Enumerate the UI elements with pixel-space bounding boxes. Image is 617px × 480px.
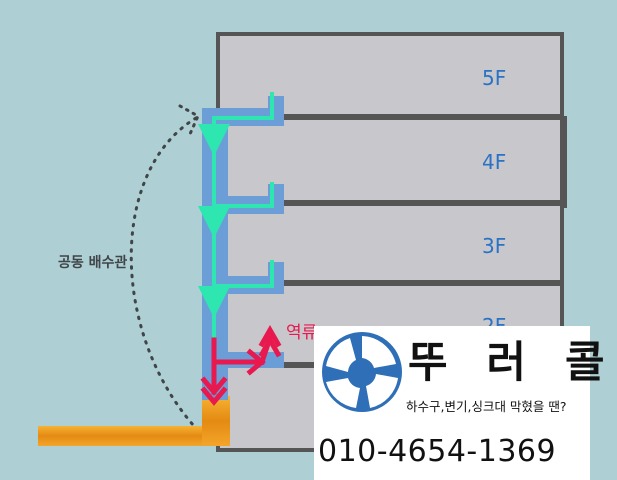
backflow-arrows (200, 324, 282, 406)
clog-block (202, 396, 230, 446)
floor-label-5f: 5F (482, 66, 507, 90)
shared-pipe-label: 공동 배수관 (58, 255, 128, 271)
drain-flow-arrows (198, 92, 274, 338)
phone-number[interactable]: 010-4654-1369 (318, 434, 557, 469)
aperture-logo-icon (322, 332, 402, 412)
building-drain-diagram (38, 32, 567, 452)
floor-label-3f: 3F (482, 234, 507, 258)
brand-name: 뚜 러 콜 (408, 338, 617, 388)
ad-banner[interactable]: 뚜 러 콜 하수구,변기,싱크대 막혔을 땐? 010-4654-1369 (314, 326, 605, 480)
backflow-label: 역류 (286, 323, 318, 343)
flow-curve-dotted (129, 116, 198, 428)
ad-tagline: 하수구,변기,싱크대 막혔을 땐? (406, 399, 567, 414)
floor-label-4f: 4F (482, 150, 507, 174)
ground-sewer-clog (38, 426, 228, 446)
flow-curve-arrowhead (178, 104, 200, 136)
